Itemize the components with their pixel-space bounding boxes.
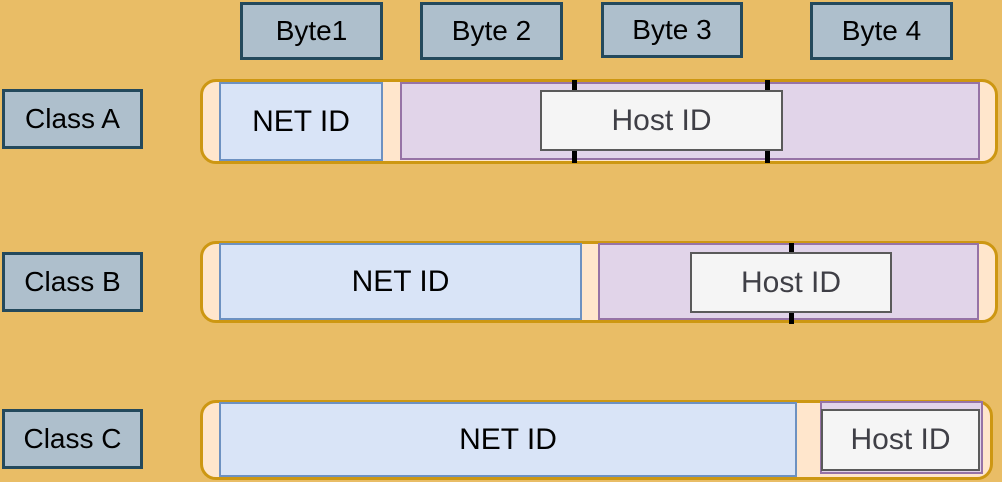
class-c-host-id-label: Host ID bbox=[821, 409, 980, 471]
class-b-host-id-label: Host ID bbox=[690, 252, 892, 313]
class-a-net-id-segment: NET ID bbox=[219, 82, 383, 161]
class-b-label: Class B bbox=[2, 252, 143, 312]
byte-header-4: Byte 4 bbox=[810, 2, 953, 60]
class-c-label: Class C bbox=[2, 409, 143, 469]
byte-boundary-tick bbox=[572, 151, 577, 163]
byte-boundary-tick bbox=[765, 151, 770, 163]
byte-boundary-tick bbox=[572, 80, 577, 91]
byte-header-1: Byte1 bbox=[240, 2, 383, 60]
byte-boundary-tick bbox=[789, 311, 794, 324]
byte-header-3: Byte 3 bbox=[601, 2, 743, 58]
class-c-net-id-segment: NET ID bbox=[219, 402, 797, 477]
class-b-net-id-segment: NET ID bbox=[219, 243, 582, 320]
class-a-label: Class A bbox=[2, 89, 143, 149]
byte-boundary-tick bbox=[789, 243, 794, 255]
byte-boundary-tick bbox=[765, 80, 770, 91]
class-a-host-id-label: Host ID bbox=[540, 90, 783, 151]
byte-header-2: Byte 2 bbox=[420, 2, 563, 60]
